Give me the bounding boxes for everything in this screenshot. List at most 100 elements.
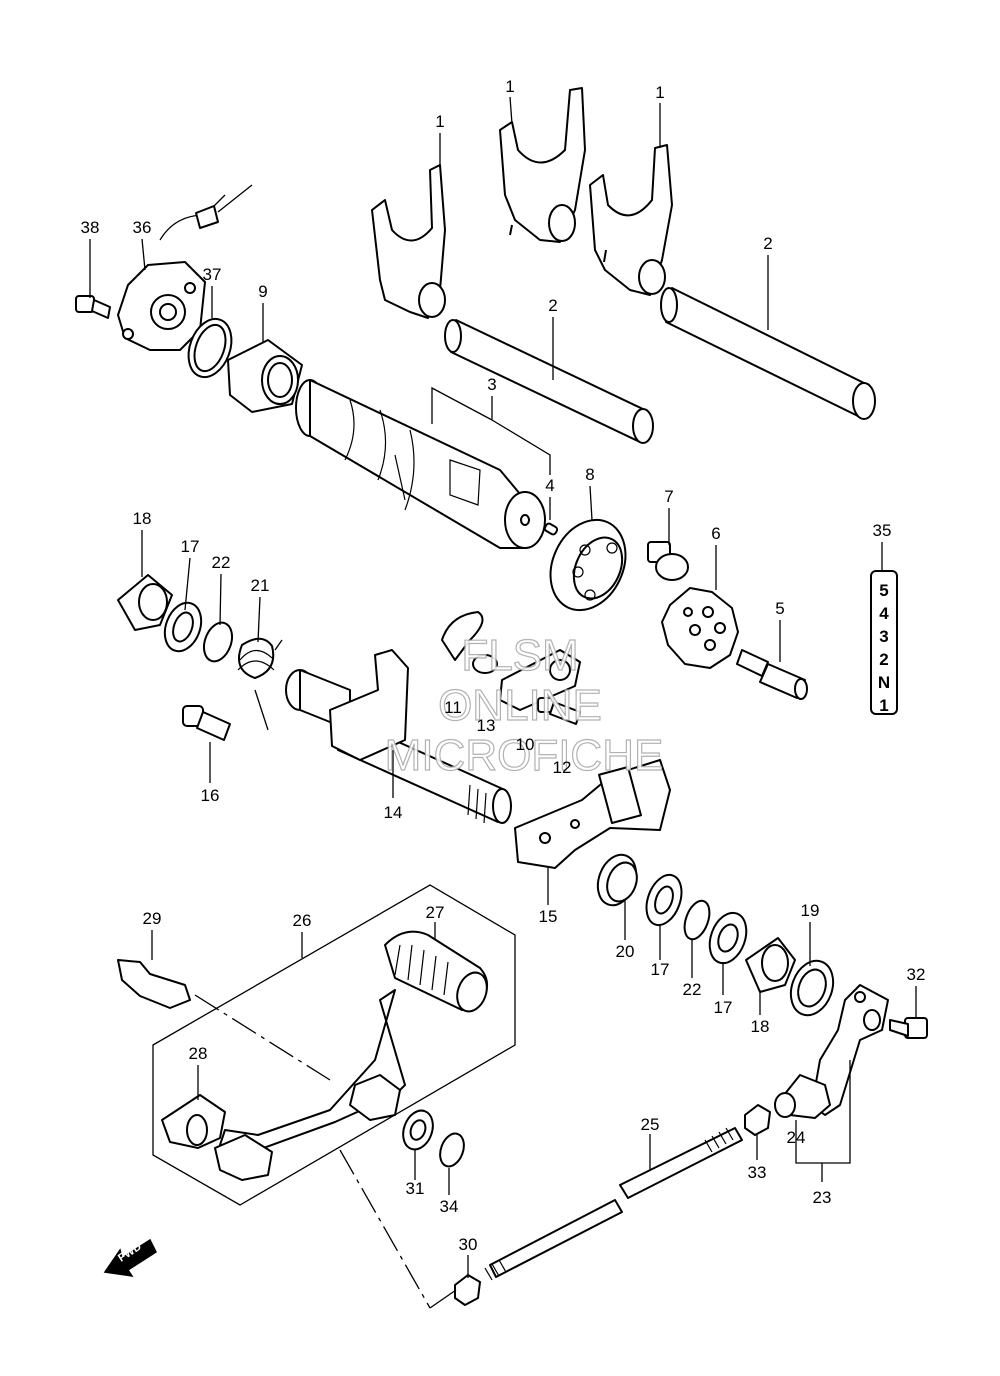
callout-c23: 23 xyxy=(813,1188,832,1207)
cam-bearing xyxy=(549,518,627,612)
spring-20 xyxy=(596,853,638,907)
watermark: FLSM ONLINE MICROFICHE xyxy=(384,630,664,780)
collar-28 xyxy=(161,1094,226,1149)
callout-c31: 31 xyxy=(406,1179,425,1198)
callout-c7: 7 xyxy=(664,487,673,506)
callout-c19: 19 xyxy=(801,901,820,920)
gear-indicator-label: 3 xyxy=(879,627,888,646)
callout-c15: 15 xyxy=(539,907,558,926)
shift-fork-left xyxy=(371,164,446,319)
gearshift-lever xyxy=(219,989,406,1151)
callout-c4: 4 xyxy=(545,476,554,495)
callout-c9: 9 xyxy=(258,282,267,301)
shift-fork-middle xyxy=(499,87,586,243)
bolt-7 xyxy=(647,541,689,581)
stopper-pin xyxy=(736,649,808,700)
bolt-16 xyxy=(182,705,231,741)
gear-indicator-label: 1 xyxy=(879,696,888,715)
callout-c22a: 22 xyxy=(212,553,231,572)
callout-c17c: 17 xyxy=(714,998,733,1017)
callout-c8: 8 xyxy=(585,465,594,484)
nut-30 xyxy=(454,1274,481,1306)
gearshift-cam xyxy=(295,379,546,549)
bolt-32 xyxy=(889,1017,928,1039)
callout-c24: 24 xyxy=(787,1128,806,1147)
alignment-lines xyxy=(194,994,457,1309)
shift-link-rod xyxy=(484,1127,743,1281)
gear-indicator-label: 5 xyxy=(879,581,888,600)
callout-c35: 35 xyxy=(873,521,892,540)
watermark-line3: MICROFICHE xyxy=(385,731,664,780)
gear-indicator-label: 4 xyxy=(879,604,889,623)
needle-bearing-9 xyxy=(227,339,303,413)
callout-c1c: 1 xyxy=(655,83,664,102)
callout-c13: 13 xyxy=(477,716,496,735)
fork-shaft-long xyxy=(660,287,876,420)
watermark-line2: ONLINE xyxy=(438,681,602,730)
fork-shaft-short xyxy=(444,319,654,444)
callout-c14: 14 xyxy=(384,803,403,822)
callout-c10: 10 xyxy=(516,735,535,754)
gearshift-shaft xyxy=(285,649,512,824)
bearing-19 xyxy=(789,959,835,1017)
circlip-22-left xyxy=(202,621,234,663)
callout-c26: 26 xyxy=(293,911,312,930)
cam-stopper-plate xyxy=(661,587,739,669)
nut-33 xyxy=(744,1104,771,1136)
bolt-29 xyxy=(117,959,191,1009)
washer-31 xyxy=(402,1109,434,1151)
gear-indicator-label: 2 xyxy=(879,650,888,669)
bolt-38 xyxy=(75,295,111,319)
callout-c32: 32 xyxy=(907,965,926,984)
callout-c30: 30 xyxy=(459,1235,478,1254)
callout-c29: 29 xyxy=(143,909,162,928)
callout-c34: 34 xyxy=(440,1197,459,1216)
callout-c17b: 17 xyxy=(651,960,670,979)
circlip-34 xyxy=(439,1132,465,1168)
washer-17-left xyxy=(163,601,203,653)
circlip-22-right xyxy=(683,899,711,941)
callout-c1b: 1 xyxy=(505,77,514,96)
oil-seal-18-left xyxy=(117,574,173,631)
fwd-arrow: FWD xyxy=(103,1238,157,1277)
callout-c11: 11 xyxy=(444,698,462,717)
o-ring-37 xyxy=(187,317,233,379)
lever-assembly-box xyxy=(152,884,516,1206)
spring-13 xyxy=(441,611,498,674)
watermark-line1: FLSM xyxy=(461,631,578,680)
callout-c6: 6 xyxy=(711,524,720,543)
callout-c20: 20 xyxy=(616,942,635,961)
callout-c17a: 17 xyxy=(181,537,200,556)
leader-lines xyxy=(89,96,917,1278)
stopper-arm-10 xyxy=(499,649,581,711)
washer-17-right-b xyxy=(708,911,748,965)
shift-lever-23 xyxy=(811,984,889,1116)
callout-c28: 28 xyxy=(189,1044,208,1063)
pedal-end xyxy=(214,1134,273,1181)
rod-end-24 xyxy=(774,1074,831,1119)
washer-17-right-a xyxy=(645,873,683,927)
callout-c38: 38 xyxy=(81,218,100,237)
callout-c1a: 1 xyxy=(435,112,444,131)
callout-c21: 21 xyxy=(251,576,270,595)
cam-pin xyxy=(543,522,559,536)
oil-seal-18-right xyxy=(745,937,796,993)
gear-position-switch xyxy=(117,184,253,351)
callout-c16: 16 xyxy=(201,786,220,805)
shift-fork-right xyxy=(589,144,673,296)
callout-c12: 12 xyxy=(553,758,572,777)
callout-c37: 37 xyxy=(203,265,222,284)
callout-c18a: 18 xyxy=(133,509,152,528)
callout-c5: 5 xyxy=(775,599,784,618)
callout-c3: 3 xyxy=(487,375,496,394)
callout-c2a: 2 xyxy=(548,296,557,315)
callout-c36: 36 xyxy=(133,218,152,237)
shift-pedal-rubber-27 xyxy=(384,930,488,1013)
gear-indicator-label: N xyxy=(878,673,890,692)
callout-c18b: 18 xyxy=(751,1017,770,1036)
shift-arm-plate xyxy=(514,759,671,869)
return-spring-21 xyxy=(237,637,283,731)
